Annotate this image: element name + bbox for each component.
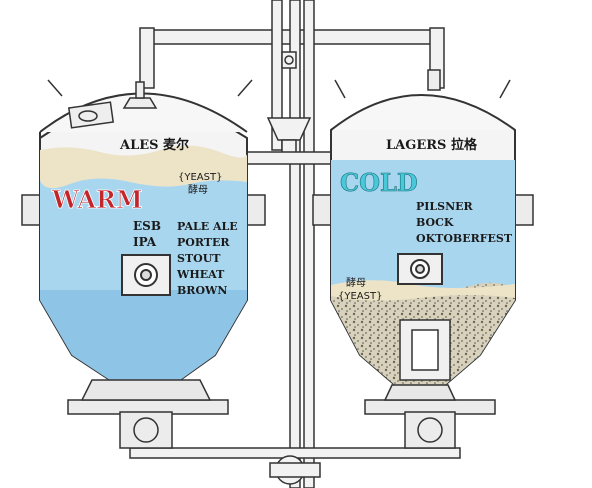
right-yeast-label: {YEAST} (338, 291, 382, 302)
ale-style-brown: BROWN (177, 284, 227, 297)
left-tank-header: ALES 麦尔 (119, 137, 189, 153)
left-yeast-cn: 酵母 (188, 184, 208, 196)
left-yeast-label: {YEAST} (178, 172, 222, 183)
ale-style-stout: STOUT (177, 252, 221, 265)
right-tank-header: LAGERS 拉格 (386, 137, 478, 153)
left-tank (21, 79, 266, 449)
ale-style-pale-ale: PALE ALE (177, 220, 238, 233)
left-manway (121, 254, 171, 296)
ale-style-ipa: IPA (133, 235, 157, 249)
piping (129, 0, 461, 488)
lager-style-oktoberfest: OKTOBERFEST (416, 232, 513, 245)
ale-style-wheat: WHEAT (176, 268, 225, 281)
ale-styles-col2: PALE ALE PORTER STOUT WHEAT BROWN (176, 220, 238, 297)
right-tank (312, 69, 534, 449)
warm-label: WARM (51, 185, 143, 214)
ale-style-esb: ESB (133, 219, 161, 233)
right-yeast-cn: 酵母 (346, 277, 366, 289)
lager-style-bock: BOCK (416, 216, 454, 229)
cold-label: COLD (340, 168, 418, 197)
ale-styles-col1: ESB IPA (133, 219, 161, 249)
ale-style-porter: PORTER (177, 236, 230, 249)
lager-style-pilsner: PILSNER (416, 200, 474, 213)
right-manway (397, 253, 443, 285)
lager-styles: PILSNER BOCK OKTOBERFEST (416, 200, 513, 245)
